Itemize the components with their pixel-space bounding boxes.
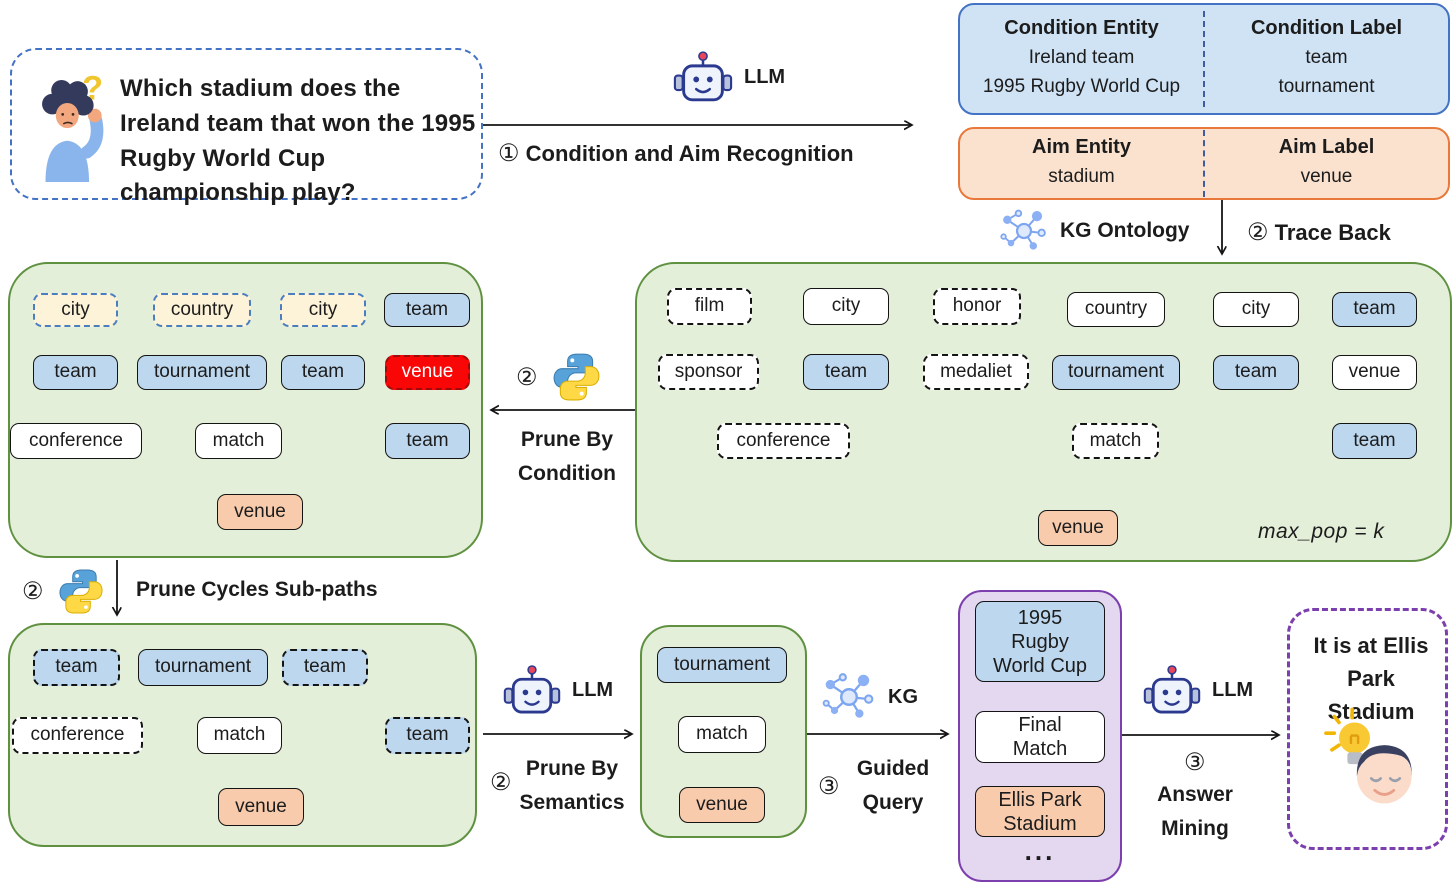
graph-node: Final Match xyxy=(975,711,1105,763)
graph-node: conference xyxy=(10,423,142,459)
aim-entity-col: Aim Entity stadium xyxy=(1032,135,1131,187)
graph-node: venue xyxy=(218,788,304,826)
llm-label: LLM xyxy=(1212,679,1254,701)
graph-node: team xyxy=(385,423,470,459)
graph-node: honor xyxy=(933,288,1021,325)
kg-network-icon xyxy=(822,672,874,719)
kg-ontology-label: KG Ontology xyxy=(1060,219,1190,242)
llm-group-semantics: LLM xyxy=(502,664,613,717)
kg-network-icon xyxy=(1000,209,1047,251)
graph-node: country xyxy=(1067,292,1165,327)
step-num: ② xyxy=(516,363,538,391)
graph-node: city xyxy=(1213,292,1299,327)
graph-node: match xyxy=(197,717,282,754)
condition-entity-col: Condition Entity Ireland team 1995 Rugby… xyxy=(982,17,1181,97)
question-box: ? Which stadium does the Ireland team th… xyxy=(10,48,483,206)
step-answer-mining-label: Answer Mining xyxy=(1157,783,1233,840)
graph-node: city xyxy=(280,293,366,327)
graph-node: film xyxy=(667,288,752,325)
step-num: ② xyxy=(22,578,44,605)
llm-group-answer: LLM xyxy=(1142,664,1253,717)
step-prune-condition-label: Prune By Condition xyxy=(518,428,616,485)
graph-node: tournament xyxy=(138,649,268,686)
graph-node: conference xyxy=(717,423,850,459)
graph-node: venue xyxy=(1332,355,1417,390)
graph-node: team xyxy=(1332,292,1417,327)
python-icon xyxy=(58,569,103,614)
llm-group-recognition: LLM xyxy=(672,50,785,105)
llm-robot-icon xyxy=(673,50,733,102)
question-text: Which stadium does the Ireland team that… xyxy=(120,75,476,207)
prune-condition-group: ② xyxy=(516,352,602,402)
graph-node: tournament xyxy=(137,355,267,390)
step-trace-back-label: ② Trace Back xyxy=(1247,219,1391,246)
step-guided-query-label: Guided Query xyxy=(856,757,930,814)
graph-node: team xyxy=(33,649,120,686)
graph-node: venue xyxy=(217,494,303,530)
graph-node: Ellis Park Stadium xyxy=(975,786,1105,837)
graph-node: match xyxy=(195,423,282,459)
graph-node: sponsor xyxy=(658,354,759,390)
condition-panel: Condition Entity Ireland team 1995 Rugby… xyxy=(958,3,1450,115)
graph-node: team xyxy=(803,354,889,390)
aim-label-col: Aim Label venue xyxy=(1203,129,1448,198)
thinking-person-icon: ? xyxy=(42,72,104,182)
ellipsis: ... xyxy=(1024,836,1056,866)
graph-node: team xyxy=(1213,355,1299,390)
step-recognition-label: ① Condition and Aim Recognition xyxy=(498,140,854,167)
step-num: ② xyxy=(490,769,512,796)
step-num: ③ xyxy=(818,773,840,800)
step-num: ③ xyxy=(1184,749,1206,776)
answer-text: It is at Ellis Park Stadium xyxy=(1313,633,1429,724)
graph-node: city xyxy=(803,288,889,325)
python-icon xyxy=(553,353,599,401)
graph-node: venue xyxy=(1038,510,1118,546)
graph-node: city xyxy=(33,293,118,327)
graph-node-pruned-venue: venue xyxy=(385,355,470,390)
kg-group-query: KG xyxy=(820,672,918,722)
prune-cycles-group: ② xyxy=(22,568,105,615)
llm-robot-icon xyxy=(1143,664,1201,714)
graph-node: team xyxy=(384,293,470,327)
idea-person-icon xyxy=(1324,707,1412,804)
step-prune-semantics-label: Prune By Semantics xyxy=(519,757,625,814)
answer-box: It is at Ellis Park Stadium xyxy=(1287,608,1448,850)
graph-node: team xyxy=(282,649,368,686)
graph-node: match xyxy=(1072,423,1159,459)
step-prune-cycles-label: Prune Cycles Sub-paths xyxy=(136,578,378,601)
condition-label-col: Condition Label team tournament xyxy=(1203,11,1448,107)
aim-panel: Aim Entity stadium Aim Label venue xyxy=(958,127,1450,200)
graph-node: match xyxy=(678,716,766,753)
graph-node: tournament xyxy=(657,647,787,683)
llm-label: LLM xyxy=(572,679,614,701)
llm-robot-icon xyxy=(503,664,561,714)
kg-label: KG xyxy=(888,685,918,708)
graph-node: country xyxy=(153,293,251,327)
graph-node: team xyxy=(1332,423,1417,459)
llm-label: LLM xyxy=(744,66,786,88)
graph-node: 1995 Rugby World Cup xyxy=(975,601,1105,682)
graph-node: conference xyxy=(12,717,143,754)
graph-node: tournament xyxy=(1052,355,1180,390)
max-pop-note: max_pop = k xyxy=(1258,520,1385,543)
graph-node: team xyxy=(281,355,365,390)
kg-ontology-group: KG Ontology xyxy=(998,208,1190,254)
graph-node: team xyxy=(33,355,118,390)
graph-node: venue xyxy=(679,787,765,823)
graph-node: team xyxy=(385,717,470,754)
graph-node: medaliet xyxy=(923,354,1029,390)
